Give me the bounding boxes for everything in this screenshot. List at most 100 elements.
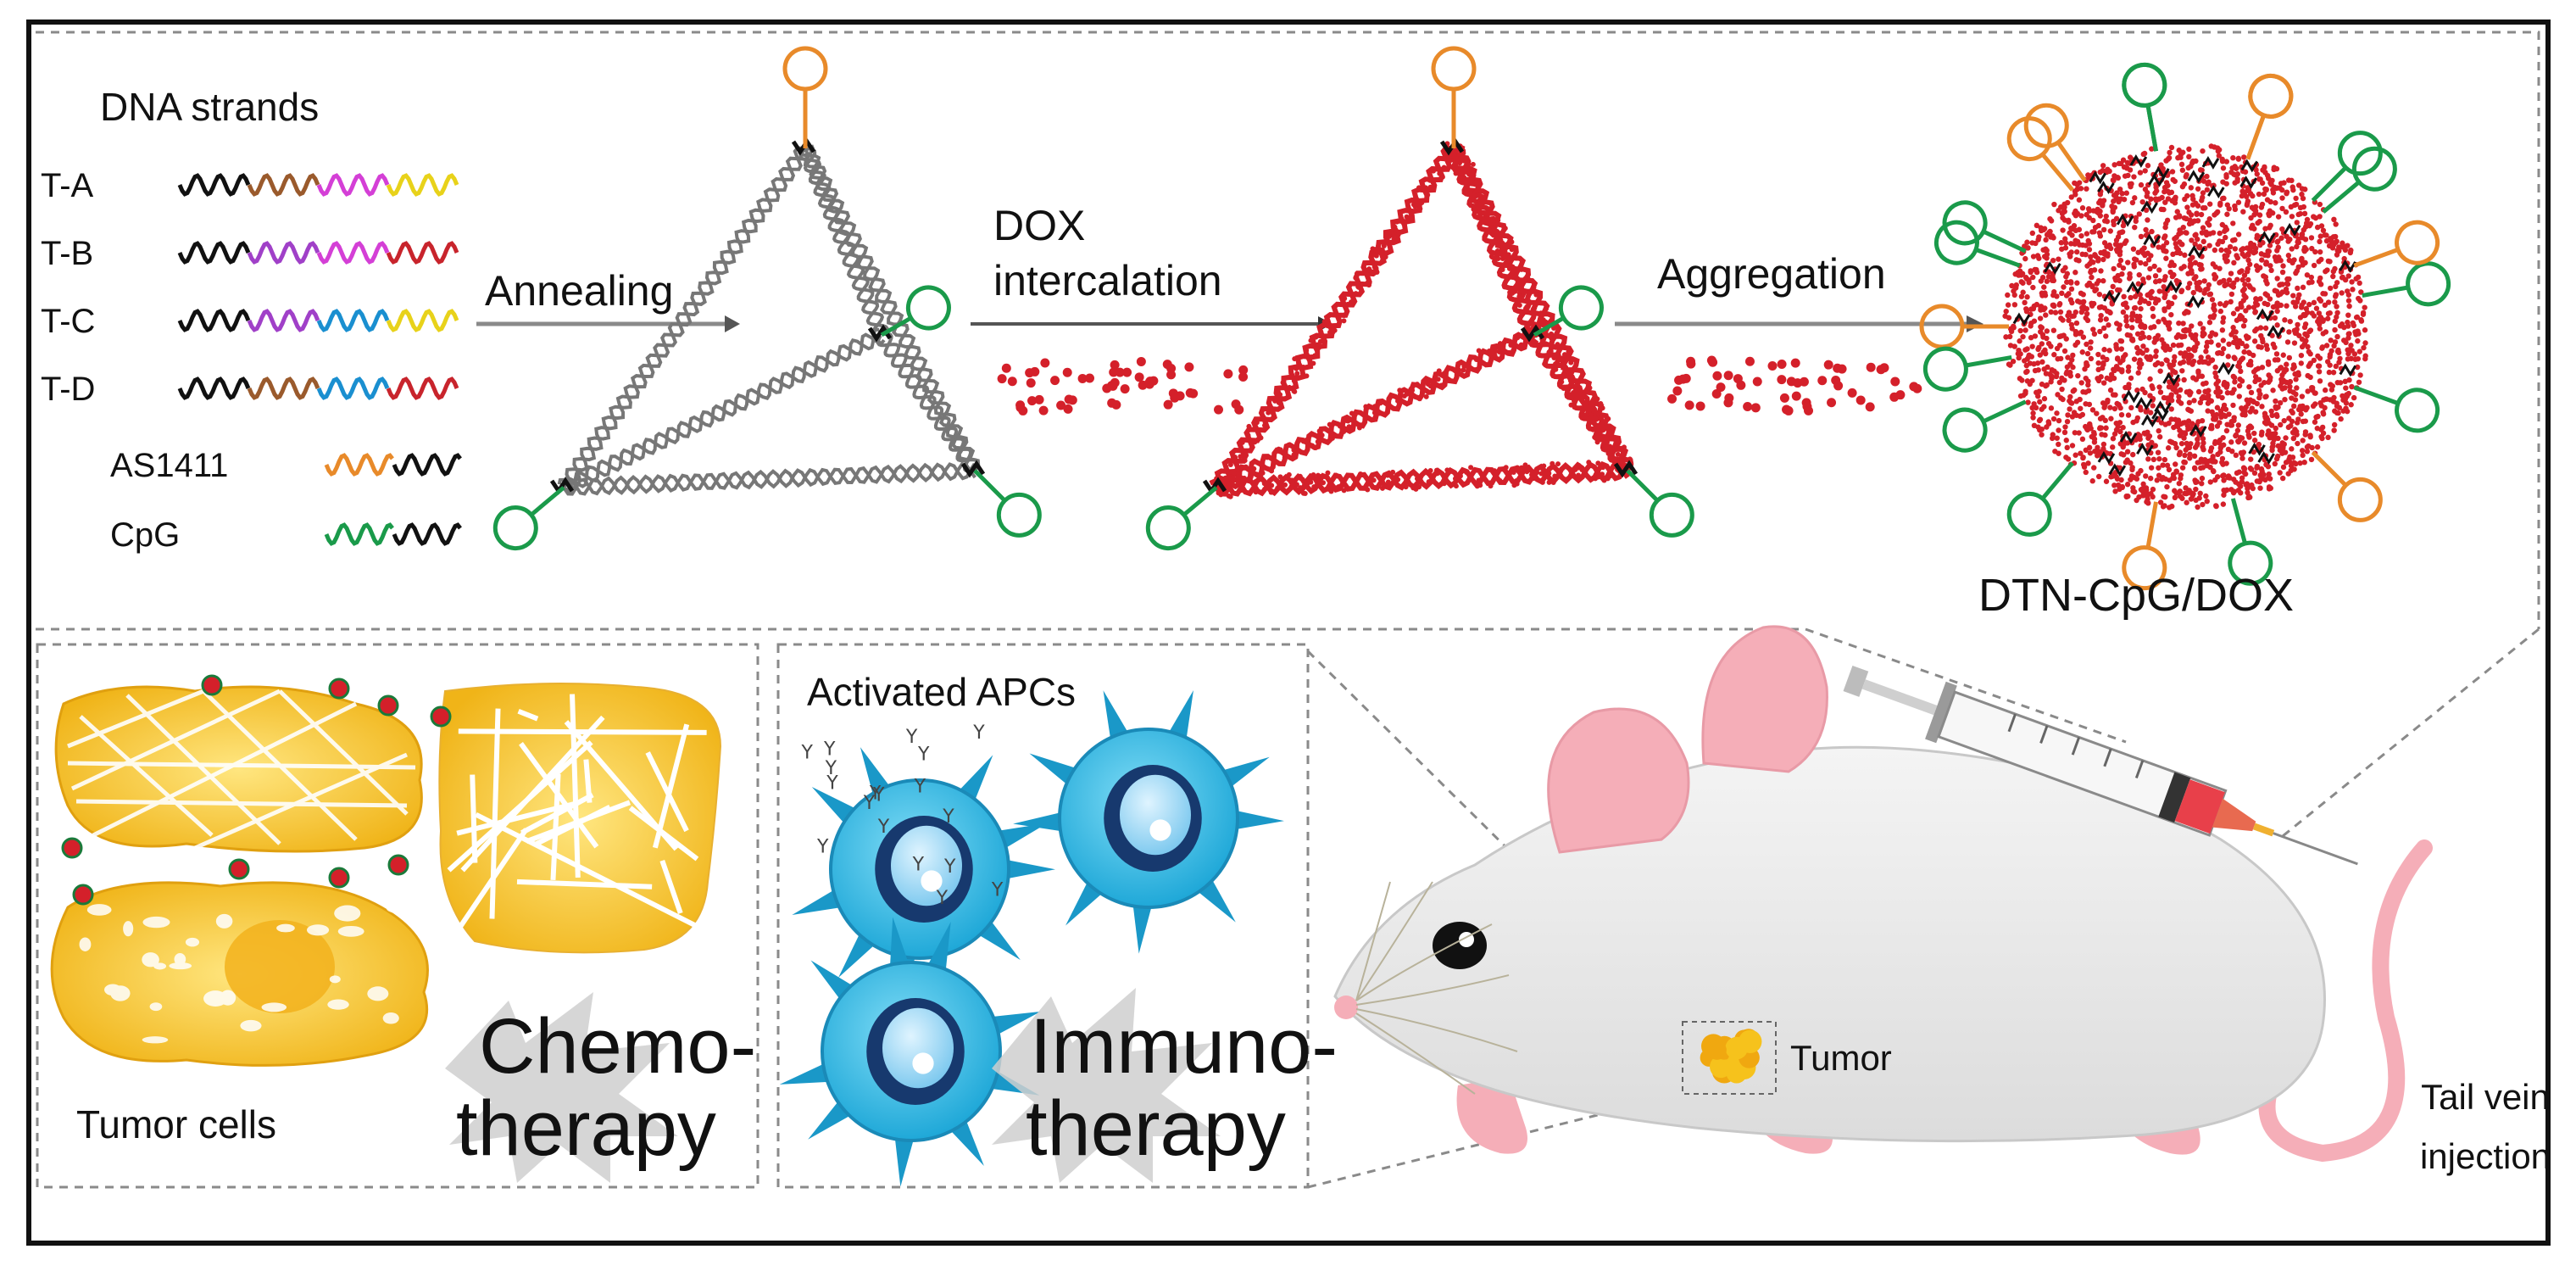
dox-molecule xyxy=(997,374,1007,384)
strand-segment xyxy=(177,173,251,197)
dox-molecule xyxy=(1366,280,1372,286)
dox-molecule xyxy=(1441,481,1447,487)
dox-molecule xyxy=(1512,336,1518,342)
dox-molecule xyxy=(1282,455,1288,460)
dox-particle xyxy=(328,678,350,700)
mouse-ear xyxy=(1547,707,1690,854)
linker-mark xyxy=(2187,170,2206,184)
dox-molecule xyxy=(1590,427,1596,432)
dox-molecule xyxy=(1474,483,1480,489)
cell-vesicle xyxy=(329,975,341,984)
dox-molecule xyxy=(1231,399,1241,410)
dox-molecule xyxy=(1321,480,1327,486)
dox-molecule xyxy=(1543,341,1549,347)
linker-mark xyxy=(2116,213,2134,227)
dox-molecule xyxy=(1695,401,1705,411)
dox-molecule xyxy=(1498,237,1504,243)
strand-segment xyxy=(316,376,390,400)
dox-molecule xyxy=(1452,476,1458,482)
dox-molecule xyxy=(1264,455,1270,460)
dox-molecule xyxy=(1355,284,1361,290)
cpg-hairpin xyxy=(2122,62,2167,152)
dox-molecule xyxy=(1166,370,1177,380)
cell-vesicle xyxy=(386,903,409,913)
dox-molecule xyxy=(1304,373,1310,379)
linker-mark xyxy=(2151,408,2169,421)
dox-molecule xyxy=(1393,227,1399,233)
strand-segment xyxy=(316,309,390,332)
tumor-cell-nucleus xyxy=(225,920,335,1013)
linker-mark xyxy=(2089,170,2107,185)
dox-molecule xyxy=(1533,469,1538,475)
dox-molecule xyxy=(1134,372,1144,382)
dox-molecule xyxy=(1448,158,1454,164)
linker-mark xyxy=(2103,290,2121,304)
dox-molecule xyxy=(1551,355,1557,361)
dox-molecule xyxy=(1372,414,1378,420)
linker-mark xyxy=(2257,451,2275,465)
fragment-crack xyxy=(570,694,581,878)
dox-molecule xyxy=(1518,266,1524,272)
dox-molecule xyxy=(1425,192,1431,198)
dox-molecule xyxy=(1395,477,1401,482)
tumor-cells-label: Tumor cells xyxy=(76,1102,276,1146)
dox-molecule xyxy=(1030,366,1040,376)
strand-segment xyxy=(386,173,459,197)
dox-molecule xyxy=(1436,368,1442,374)
dox-molecule xyxy=(1346,424,1352,430)
dox-molecule xyxy=(1349,410,1355,416)
dox-molecule xyxy=(1667,393,1677,404)
dox-molecule xyxy=(1038,405,1049,415)
dox-molecule xyxy=(1018,405,1028,415)
dox-molecule xyxy=(1007,376,1017,387)
strand-segment xyxy=(247,376,320,400)
dox-particle xyxy=(328,867,350,889)
dox-molecule xyxy=(1492,468,1498,474)
dox-molecule xyxy=(1592,415,1598,421)
strand-label: CpG xyxy=(110,516,180,554)
tumor-cells-panel: Tumor cells Chemo- therapy xyxy=(50,674,756,1183)
dox-molecule xyxy=(1468,474,1474,480)
dox-molecule xyxy=(1225,470,1231,476)
dox-molecule xyxy=(1584,412,1590,418)
dox-molecule xyxy=(1724,393,1734,403)
dox-molecule xyxy=(1549,335,1555,341)
dox-molecule xyxy=(1509,247,1515,253)
dox-molecule xyxy=(1373,253,1379,259)
dna-edge xyxy=(803,147,885,338)
strand-label: T-B xyxy=(41,235,93,272)
dox-molecule xyxy=(1345,418,1351,424)
linker-mark xyxy=(2141,414,2159,427)
dox-molecule xyxy=(1837,364,1847,374)
dox-molecule xyxy=(1531,476,1537,482)
dna-edge xyxy=(562,462,976,496)
linker-mark xyxy=(2201,156,2220,170)
dox-molecule xyxy=(1238,477,1244,483)
dox-molecule xyxy=(1371,477,1377,483)
linker-mark xyxy=(2097,450,2116,465)
dox-molecule xyxy=(1254,471,1260,477)
dox-molecule xyxy=(1050,376,1060,386)
dox-molecule xyxy=(1326,486,1332,492)
dox-molecule xyxy=(1487,227,1493,233)
dox-molecule xyxy=(1337,423,1343,429)
dox-molecule xyxy=(1391,237,1397,243)
cpg-hairpin xyxy=(2322,146,2397,214)
dox-molecule xyxy=(1684,400,1694,410)
dox-molecule xyxy=(1269,468,1275,474)
dox-molecule xyxy=(1314,345,1320,351)
dox-molecule xyxy=(1184,362,1194,372)
strand-row: T-B xyxy=(41,235,459,272)
dox-molecule xyxy=(1353,275,1359,281)
dox-molecule xyxy=(1354,270,1360,276)
dox-molecule xyxy=(1594,431,1600,437)
dox-molecule xyxy=(1280,380,1286,386)
dox-molecule xyxy=(1533,292,1539,298)
dox-molecule xyxy=(1674,375,1684,385)
tumor-inset-box xyxy=(1682,1021,1777,1095)
cell-vesicle xyxy=(79,937,92,951)
dox-molecule xyxy=(1274,460,1280,466)
dox-molecule xyxy=(1223,369,1233,379)
